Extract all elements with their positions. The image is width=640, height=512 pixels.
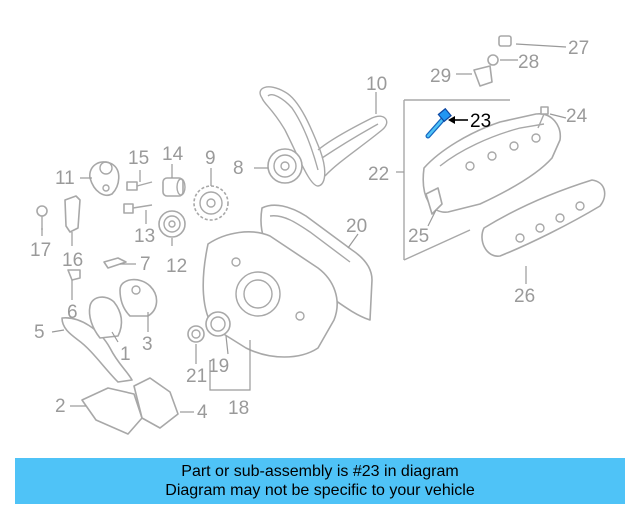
cover-3-part [119, 278, 158, 317]
label-part-29: 29 [430, 66, 451, 87]
bolt-13-part [123, 203, 153, 214]
clip-6-part [67, 269, 81, 281]
label-part-24: 24 [566, 106, 588, 127]
label-part-18: 18 [228, 398, 249, 419]
gasket-26-part [481, 179, 606, 257]
label-part-23: 23 [470, 111, 491, 132]
label-part-20: 20 [346, 216, 367, 237]
label-part-27: 27 [568, 38, 589, 59]
label-part-21: 21 [186, 366, 207, 387]
label-part-17: 17 [30, 240, 51, 261]
banner-line-1: Part or sub-assembly is #23 in diagram [181, 463, 459, 480]
valve-cover-part [422, 113, 561, 213]
bolt-24-part [537, 106, 549, 129]
cover-1-part [88, 296, 123, 339]
bolt-17-part [36, 205, 48, 230]
label-part-26: 26 [514, 286, 535, 307]
part-29 [473, 65, 493, 87]
label-part-5: 5 [34, 322, 45, 343]
leader-lines [41, 43, 567, 413]
gasket-25-part [425, 187, 443, 215]
label-part-9: 9 [205, 148, 216, 169]
oil-pump-housing-part [202, 231, 338, 358]
spacer-part [162, 177, 186, 197]
info-banner: Part or sub-assembly is #23 in diagram D… [15, 458, 625, 504]
label-part-19: 19 [208, 356, 229, 377]
part-27 [498, 35, 512, 47]
sprocket-part [193, 185, 229, 221]
label-part-10: 10 [366, 74, 387, 95]
part-labels: 1 2 3 4 5 6 7 8 9 10 11 12 13 14 15 16 1… [30, 38, 589, 423]
timing-pulley-part [267, 148, 303, 184]
label-part-1: 1 [120, 344, 131, 365]
label-part-6: 6 [67, 302, 78, 323]
parts-diagram: 1 2 3 4 5 6 7 8 9 10 11 12 13 14 15 16 1… [30, 35, 606, 435]
seal-19-part [205, 311, 231, 337]
bracket-16-part [64, 195, 81, 233]
label-part-11: 11 [55, 168, 75, 189]
label-part-16: 16 [62, 250, 83, 271]
label-part-7: 7 [140, 254, 151, 275]
cover-4-part [133, 377, 179, 429]
label-part-22: 22 [368, 164, 389, 185]
label-part-28: 28 [518, 52, 539, 73]
label-part-2: 2 [55, 396, 66, 417]
label-part-8: 8 [233, 158, 244, 179]
label-part-12: 12 [166, 256, 187, 277]
bolt-23-highlighted-part [425, 107, 452, 139]
bolt-15-part [126, 181, 153, 191]
timing-belt-part [259, 86, 388, 187]
tensioner-part [89, 161, 120, 196]
highlight-arrow [448, 116, 468, 124]
valve-cover-group-box [403, 99, 510, 261]
part-28 [487, 54, 499, 66]
label-part-14: 14 [162, 144, 184, 165]
clip-7-part [103, 257, 127, 269]
label-part-25: 25 [408, 226, 429, 247]
label-part-15: 15 [128, 148, 149, 169]
label-part-4: 4 [197, 402, 208, 423]
label-part-13: 13 [134, 226, 155, 247]
pulley-12-part [158, 210, 186, 238]
seal-21-part [187, 325, 205, 343]
banner-line-2: Diagram may not be specific to your vehi… [165, 482, 475, 499]
label-part-3: 3 [142, 334, 153, 355]
cover-2-part [81, 387, 143, 435]
